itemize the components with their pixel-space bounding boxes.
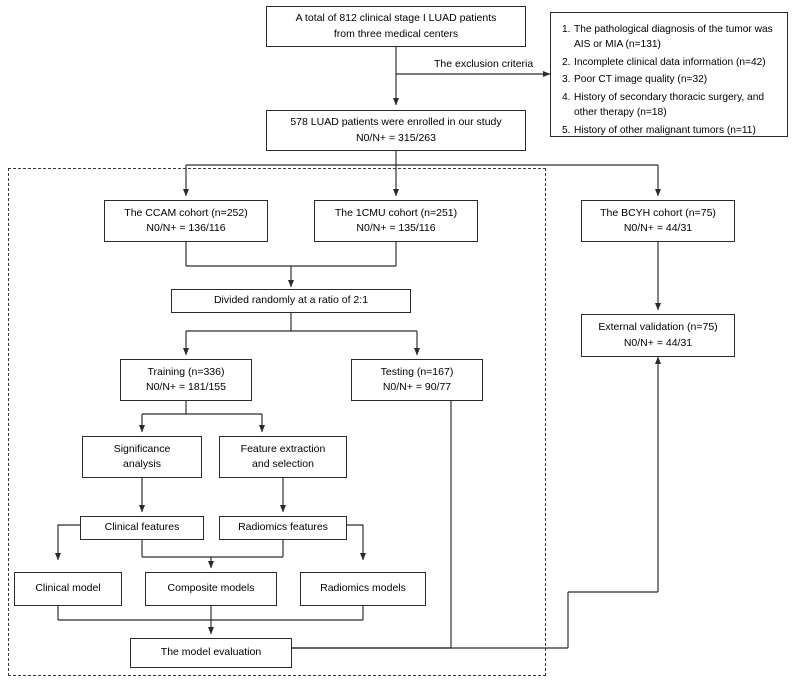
node-radiomics-features-line-1: Radiomics features (238, 521, 328, 534)
node-ccam-cohort-line-1: The CCAM cohort (n=252) (124, 206, 248, 219)
node-total-cohort[interactable]: A total of 812 clinical stage I LUAD pat… (266, 6, 526, 47)
exclusion-item: 4. History of secondary thoracic surgery… (562, 90, 777, 120)
node-training-line-1: Training (n=336) (147, 365, 225, 378)
node-clinical-features-line-1: Clinical features (104, 521, 180, 534)
node-external-validation-line-2: N0/N+ = 44/31 (623, 336, 693, 349)
node-testing-line-1: Testing (n=167) (380, 365, 454, 378)
exclusion-item: 1. The pathological diagnosis of the tum… (562, 22, 777, 52)
node-cmu-cohort[interactable]: The 1CMU cohort (n=251) N0/N+ = 135/116 (314, 200, 478, 242)
node-significance-analysis-line-1: Significance (113, 442, 171, 455)
exclusion-item-text: History of secondary thoracic surgery, a… (574, 91, 765, 118)
node-cmu-cohort-line-2: N0/N+ = 135/116 (356, 222, 436, 234)
node-clinical-model-line-1: Clinical model (35, 582, 101, 595)
node-clinical-model[interactable]: Clinical model (14, 572, 122, 606)
node-model-evaluation-line-1: The model evaluation (160, 646, 262, 659)
model-development-region (8, 168, 546, 676)
node-ccam-cohort-line-2: N0/N+ = 136/116 (146, 222, 226, 234)
node-model-evaluation[interactable]: The model evaluation (130, 638, 292, 668)
exclusion-item-text: Incomplete clinical data information (n=… (574, 56, 766, 68)
node-testing-line-2: N0/N+ = 90/77 (382, 381, 452, 393)
exclusion-item-text: Poor CT image quality (n=32) (574, 74, 708, 86)
node-external-validation[interactable]: External validation (n=75) N0/N+ = 44/31 (581, 314, 735, 357)
node-total-cohort-line-2: from three medical centers (333, 27, 459, 40)
node-composite-models[interactable]: Composite models (145, 572, 277, 606)
node-significance-analysis[interactable]: Significance analysis (82, 436, 202, 478)
node-bcyh-cohort[interactable]: The BCYH cohort (n=75) N0/N+ = 44/31 (581, 200, 735, 242)
node-radiomics-features[interactable]: Radiomics features (219, 516, 347, 540)
node-bcyh-cohort-line-2: N0/N+ = 44/31 (623, 222, 693, 234)
node-feature-extraction-line-1: Feature extraction (240, 442, 326, 455)
node-feature-extraction[interactable]: Feature extraction and selection (219, 436, 347, 478)
node-radiomics-models-line-1: Radiomics models (320, 582, 406, 595)
node-cmu-cohort-line-1: The 1CMU cohort (n=251) (334, 206, 458, 219)
node-clinical-features[interactable]: Clinical features (80, 516, 204, 540)
node-composite-models-line-1: Composite models (167, 582, 255, 595)
node-enrolled-line-2: N0/N+ = 315/263 (356, 131, 436, 144)
exclusion-list: 1. The pathological diagnosis of the tum… (562, 22, 777, 138)
exclusion-item-number: 4. (562, 91, 571, 103)
node-training[interactable]: Training (n=336) N0/N+ = 181/155 (120, 359, 252, 401)
node-radiomics-models[interactable]: Radiomics models (300, 572, 426, 606)
node-enrolled-line-1: 578 LUAD patients were enrolled in our s… (290, 116, 502, 129)
node-divided-randomly-line-1: Divided randomly at a ratio of 2:1 (213, 294, 369, 307)
edge-label-exclusion-criteria: The exclusion criteria (432, 58, 536, 70)
node-feature-extraction-line-2: and selection (252, 458, 314, 470)
exclusion-item-number: 5. (562, 124, 571, 136)
exclusion-item: 3. Poor CT image quality (n=32) (562, 72, 777, 87)
exclusion-item-number: 2. (562, 56, 571, 68)
exclusion-item-number: 3. (562, 74, 571, 86)
exclusion-item-text: The pathological diagnosis of the tumor … (574, 24, 773, 51)
node-ccam-cohort[interactable]: The CCAM cohort (n=252) N0/N+ = 136/116 (104, 200, 268, 242)
node-training-line-2: N0/N+ = 181/155 (146, 381, 226, 393)
node-divided-randomly[interactable]: Divided randomly at a ratio of 2:1 (171, 289, 411, 313)
node-testing[interactable]: Testing (n=167) N0/N+ = 90/77 (351, 359, 483, 401)
exclusion-item: 5. History of other malignant tumors (n=… (562, 123, 777, 138)
node-enrolled[interactable]: 578 LUAD patients were enrolled in our s… (266, 110, 526, 151)
node-bcyh-cohort-line-1: The BCYH cohort (n=75) (600, 206, 716, 219)
node-total-cohort-line-1: A total of 812 clinical stage I LUAD pat… (295, 12, 497, 25)
node-significance-analysis-line-2: analysis (123, 458, 161, 470)
exclusion-item-number: 1. (562, 24, 571, 35)
node-external-validation-line-1: External validation (n=75) (598, 321, 718, 334)
exclusion-item-text: History of other malignant tumors (n=11) (574, 124, 756, 136)
exclusion-criteria-box[interactable]: 1. The pathological diagnosis of the tum… (550, 12, 788, 137)
exclusion-item: 2. Incomplete clinical data information … (562, 55, 777, 70)
